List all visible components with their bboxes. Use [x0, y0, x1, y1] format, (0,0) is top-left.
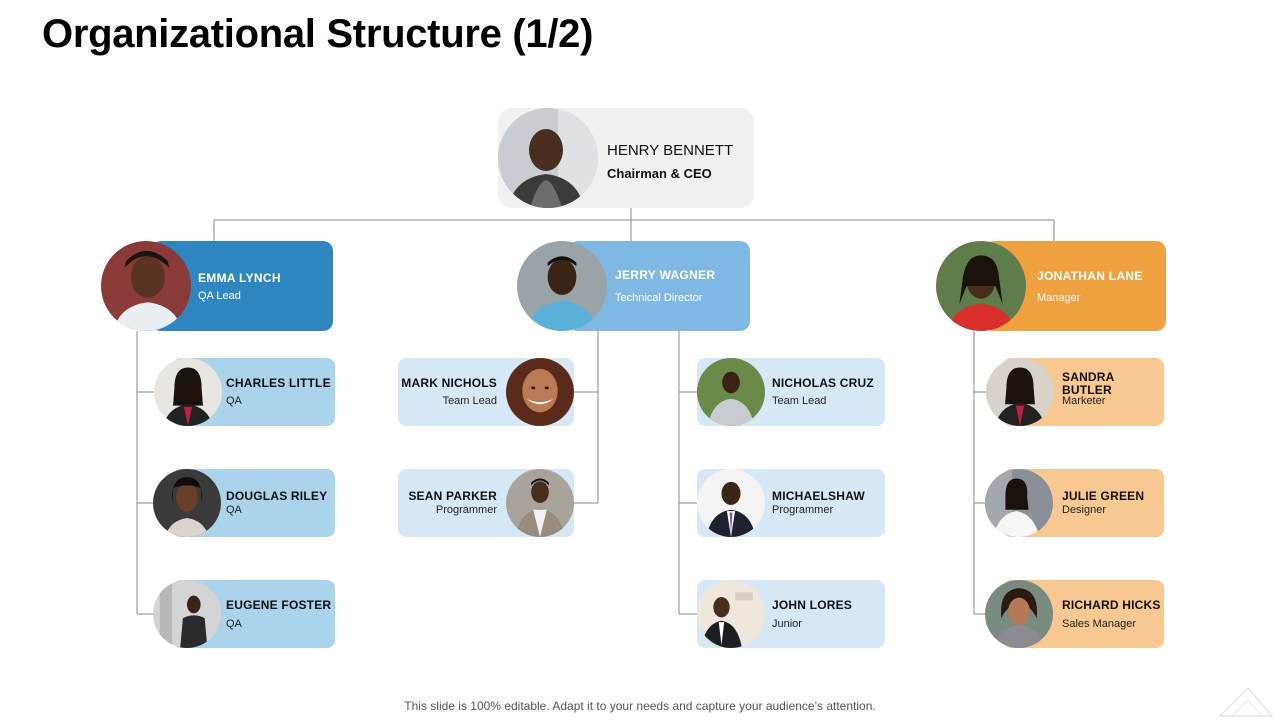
head-name: EMMA LYNCH	[198, 271, 281, 285]
member-role: Programmer	[435, 504, 497, 516]
member-role: Junior	[772, 618, 802, 630]
jerry-wagner-photo	[517, 241, 607, 331]
ceo-role: Chairman & CEO	[607, 166, 712, 181]
member-name: DOUGLAS RILEY	[226, 489, 328, 503]
jonathan-lane-photo	[936, 241, 1026, 331]
member-name: JOHN LORES	[772, 598, 853, 612]
nicholas-cruz-photo	[697, 358, 765, 426]
ceo-name: HENRY BENNETT	[607, 142, 734, 159]
member-role: Designer	[1062, 504, 1107, 516]
charles-little-photo	[154, 358, 222, 426]
member-name: MARK NICHOLS	[401, 376, 497, 390]
member-role: QA	[226, 395, 242, 407]
member-name: SANDRA BUTLER	[1062, 370, 1115, 397]
head-role: QA Lead	[198, 290, 241, 302]
member-name: NICHOLAS CRUZ	[772, 376, 874, 390]
member-role: QA	[226, 504, 242, 516]
richard-hicks-photo	[985, 580, 1053, 648]
member-name: CHARLES LITTLE	[226, 376, 331, 390]
mark-nichols-photo	[506, 358, 574, 426]
member-role: Sales Manager	[1062, 618, 1136, 630]
head-role: Technical Director	[615, 292, 703, 304]
emma-lynch-photo	[101, 241, 191, 331]
member-role: QA	[226, 618, 242, 630]
slide-title: Organizational Structure (1/2)	[42, 12, 594, 56]
member-name: JULIE GREEN	[1062, 489, 1145, 503]
ceo-card[interactable]: HENRY BENNETT Chairman & CEO	[498, 108, 754, 208]
julie-green-photo	[985, 469, 1053, 537]
member-name: MICHAELSHAW	[772, 489, 865, 503]
member-role: Marketer	[1062, 395, 1106, 407]
michaelshaw-photo	[697, 469, 765, 537]
member-role: Programmer	[772, 504, 834, 516]
member-role: Team Lead	[772, 395, 827, 407]
eugene-foster-photo	[153, 580, 221, 648]
john-lores-photo	[697, 580, 765, 648]
head-name: JONATHAN LANE	[1037, 269, 1143, 283]
member-name: EUGENE FOSTER	[226, 598, 332, 612]
sean-parker-photo	[506, 469, 574, 537]
douglas-riley-photo	[153, 469, 221, 537]
member-name: SEAN PARKER	[408, 489, 497, 503]
member-name: RICHARD HICKS	[1062, 598, 1161, 612]
member-role: Team Lead	[442, 395, 497, 407]
head-role: Manager	[1037, 292, 1081, 304]
corner-logo-icon	[1218, 686, 1274, 717]
head-name: JERRY WAGNER	[615, 268, 716, 282]
ceo-photo	[498, 108, 598, 208]
sandra-butler-photo	[986, 358, 1054, 426]
footer-note: This slide is 100% editable. Adapt it to…	[404, 699, 876, 713]
